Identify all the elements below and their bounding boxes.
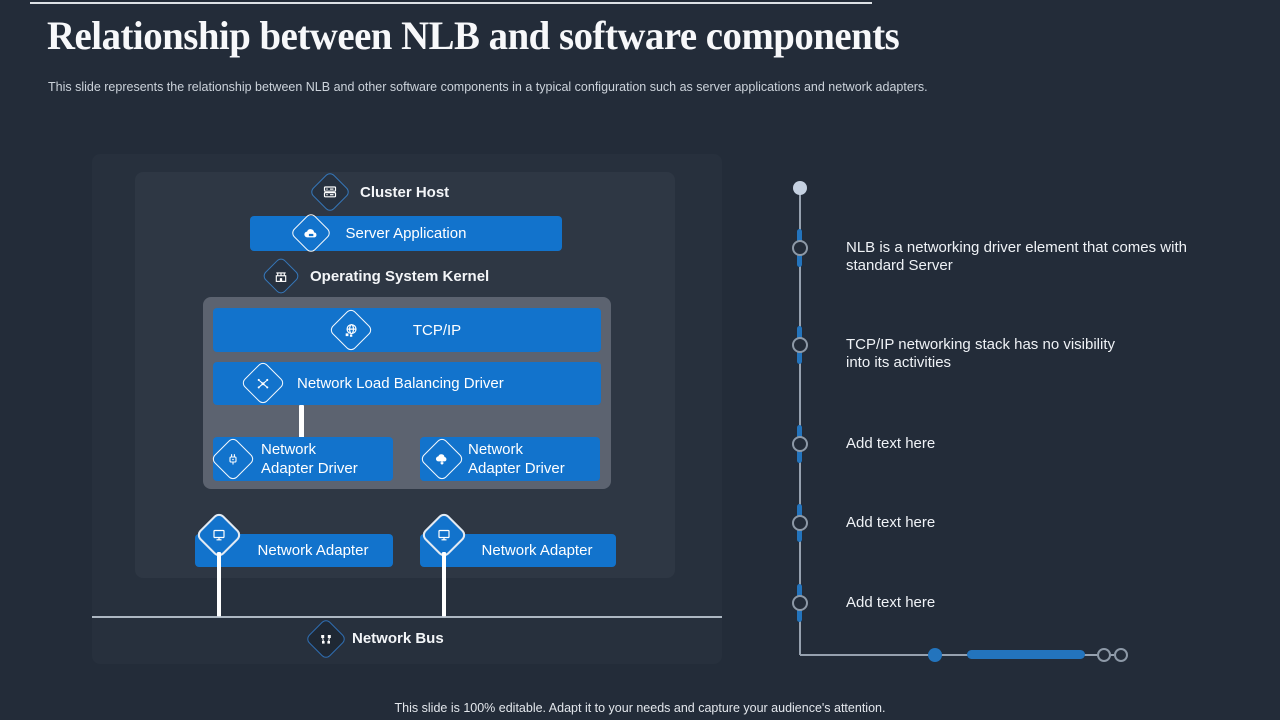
timeline-item-4[interactable]: Add text here (846, 514, 936, 531)
connector-nlb-to-adapter-driver (299, 405, 304, 438)
adapter-driver-right-label: Network Adapter Driver (468, 441, 565, 477)
network-bus-label[interactable]: Network Bus (352, 630, 444, 647)
network-adapter-right-label: Network Adapter (481, 542, 593, 559)
timeline-item-5[interactable]: Add text here (846, 594, 936, 611)
timeline-start-dot (793, 181, 807, 195)
timeline-node-circle (792, 436, 808, 452)
timeline-node-circle (792, 240, 808, 256)
cloud-server-icon (289, 211, 333, 255)
tcpip-node[interactable]: TCP/IP (213, 308, 601, 352)
server-rack-icon (308, 170, 352, 214)
os-kernel-label[interactable]: Operating System Kernel (310, 268, 490, 285)
slide-subtitle[interactable]: This slide represents the relationship b… (48, 80, 928, 94)
timeline-node-circle (792, 595, 808, 611)
usb-plug-icon (210, 436, 256, 482)
top-divider-line (30, 2, 872, 4)
cluster-host-label[interactable]: Cluster Host (360, 184, 450, 201)
adapter-driver-left-label: Network Adapter Driver (261, 441, 358, 477)
slide-footer-note: This slide is 100% editable. Adapt it to… (394, 701, 886, 715)
monitor-icon (419, 510, 469, 560)
timeline-item-2[interactable]: TCP/IP networking stack has no visibilit… (846, 336, 1115, 371)
timeline-end-circle (1114, 648, 1128, 662)
slide-title[interactable]: Relationship between NLB and software co… (47, 13, 900, 58)
connector-adapter-left-to-bus (217, 552, 221, 617)
server-application-label: Server Application (345, 225, 467, 242)
network-bus-line (92, 616, 722, 618)
timeline-node-circle (792, 515, 808, 531)
monitor-icon (194, 510, 244, 560)
network-adapter-left-node[interactable]: Network Adapter (195, 534, 393, 567)
timeline-vertical-line (799, 188, 801, 655)
network-adapter-left-label: Network Adapter (257, 542, 369, 559)
nlb-driver-node[interactable]: Network Load Balancing Driver (213, 362, 601, 405)
adapter-driver-left-node[interactable]: Network Adapter Driver (213, 437, 393, 481)
timeline-end-bar (967, 650, 1085, 659)
adapter-driver-right-node[interactable]: Network Adapter Driver (420, 437, 600, 481)
hub-icon (304, 617, 348, 661)
kernel-building-icon (261, 256, 301, 296)
globe-network-icon (328, 307, 374, 353)
server-application-node[interactable]: Server Application (250, 216, 562, 251)
cloud-upload-icon (419, 436, 465, 482)
node-cluster-icon (240, 360, 286, 406)
timeline-horizontal-line (800, 654, 1114, 656)
tcpip-label: TCP/IP (412, 321, 462, 339)
timeline-node-circle (792, 337, 808, 353)
timeline-item-1[interactable]: NLB is a networking driver element that … (846, 239, 1187, 274)
nlb-driver-label: Network Load Balancing Driver (297, 375, 504, 392)
connector-adapter-right-to-bus (442, 552, 446, 617)
timeline-end-circle (1097, 648, 1111, 662)
timeline-end-dot (928, 648, 942, 662)
timeline-item-3[interactable]: Add text here (846, 435, 936, 452)
